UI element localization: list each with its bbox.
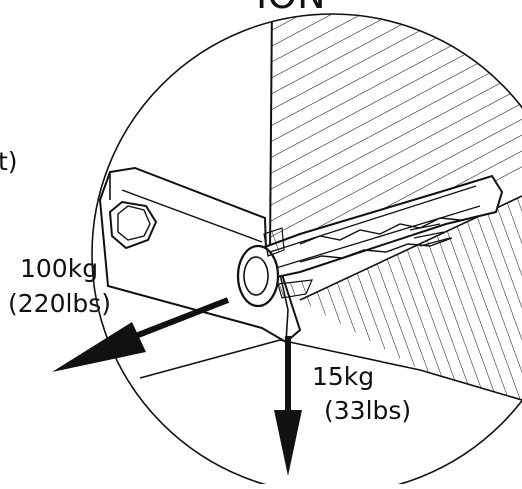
magnifier-circle	[91, 13, 522, 489]
heading-fragment: ION	[256, 0, 326, 17]
wall-face	[269, 14, 273, 253]
anchor-screw-icon	[236, 174, 504, 308]
horizontal-force-metric: 100kg	[20, 254, 98, 283]
hex-bolt-icon	[108, 200, 158, 250]
wall-lower-section	[300, 196, 522, 400]
arrow-down-left-icon	[52, 297, 230, 372]
horizontal-force-label: 100kg (220lbs)	[8, 254, 111, 318]
arrow-down-icon	[274, 336, 302, 476]
vertical-force-label: 15kg (33lbs)	[312, 362, 411, 425]
horizontal-force-imperial: (220lbs)	[8, 289, 111, 318]
vertical-force-metric: 15kg	[312, 362, 374, 391]
side-text-fragment: t)	[0, 147, 18, 176]
vertical-force-imperial: (33lbs)	[324, 396, 411, 425]
